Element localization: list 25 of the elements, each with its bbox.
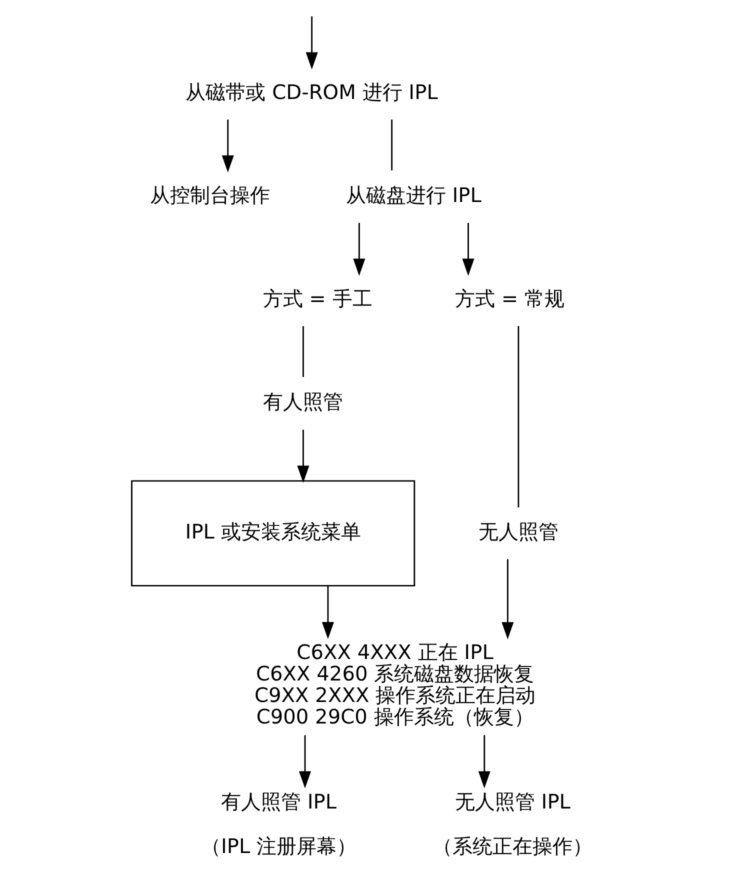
arrow — [501, 558, 514, 639]
node-label: （系统正在操作） — [432, 833, 592, 858]
node-text: 方式 = 常规 — [454, 286, 564, 310]
node-label: （IPL 注册屏幕） — [200, 833, 356, 858]
connector — [390, 119, 392, 170]
arrow — [462, 222, 474, 276]
node-text: 无人照管 IPL — [454, 788, 570, 813]
connector — [517, 325, 519, 507]
node-box: IPL 或安装系统菜单 — [130, 480, 415, 586]
node-text: 有人照管 IPL — [220, 788, 336, 813]
connector — [302, 326, 304, 376]
node-text: 从控制台操作 — [149, 182, 270, 207]
node-text: C6XX 4XXX 正在 IPL C6XX 4260 系统磁盘数据恢复 C9XX 2XXX 操作系统正在启动 C900 29C0 操作系统（恢复） — [254, 640, 536, 728]
node-text: 从磁带或 CD-ROM 进行 IPL — [185, 79, 438, 104]
arrow — [221, 119, 234, 172]
arrow — [305, 16, 318, 70]
arrow — [352, 222, 365, 276]
node-text: 有人照管 — [262, 389, 343, 414]
node-text: 无人照管 — [478, 519, 558, 544]
node-text: 方式 = 手工 — [262, 286, 372, 310]
arrow — [298, 734, 311, 788]
arrow — [321, 585, 334, 639]
arrow — [296, 429, 309, 482]
node-text: 从磁盘进行 IPL — [345, 182, 482, 207]
arrow — [478, 734, 490, 788]
